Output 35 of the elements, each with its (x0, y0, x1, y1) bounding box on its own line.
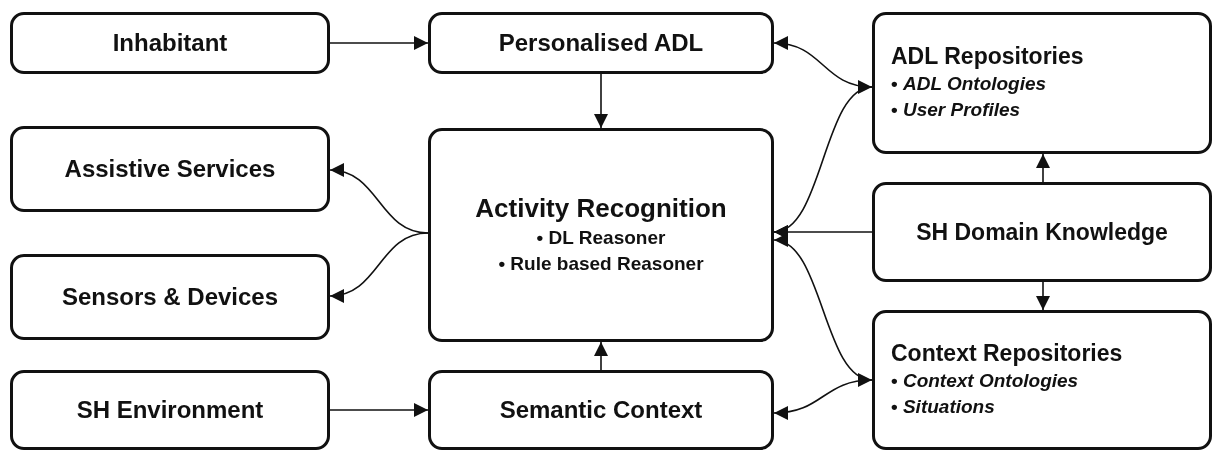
rounded-box (872, 310, 1212, 450)
rounded-box (10, 370, 330, 450)
arrow (773, 373, 873, 420)
box-title: SH Domain Knowledge (916, 217, 1168, 247)
bullet-item: • Context Ontologies (891, 368, 1079, 393)
box-title: Activity Recognition (475, 192, 727, 225)
rounded-box (10, 254, 330, 340)
arrow (329, 403, 429, 417)
box-title: Personalised ADL (498, 28, 704, 58)
rounded-box (428, 12, 774, 74)
bullet-item: • Rule based Reasoner (498, 252, 704, 277)
box-title: Inhabitant (112, 28, 228, 58)
arrow (594, 73, 608, 129)
rounded-box (428, 370, 774, 450)
rounded-box (428, 128, 774, 342)
bullet-item: • ADL Ontologies (891, 71, 1047, 96)
arrow (1036, 281, 1050, 311)
rounded-box (872, 182, 1212, 282)
box-title: ADL Repositories (891, 42, 1084, 71)
arrow (773, 225, 873, 239)
rounded-box (872, 12, 1212, 154)
arrow (329, 36, 429, 50)
arrow (329, 232, 429, 302)
rounded-box (10, 126, 330, 212)
box-title: Semantic Context (499, 395, 703, 425)
box-title: Assistive Services (64, 154, 276, 184)
bullet-item: • User Profiles (891, 98, 1021, 123)
box-title: Context Repositories (891, 339, 1123, 368)
bullet-item: • Situations (891, 395, 995, 420)
bullet-item: • DL Reasoner (536, 225, 666, 250)
box-title: Sensors & Devices (61, 282, 279, 312)
arrow (594, 341, 608, 371)
box-title: SH Environment (76, 395, 264, 425)
rounded-box (10, 12, 330, 74)
arrow (1036, 153, 1050, 183)
